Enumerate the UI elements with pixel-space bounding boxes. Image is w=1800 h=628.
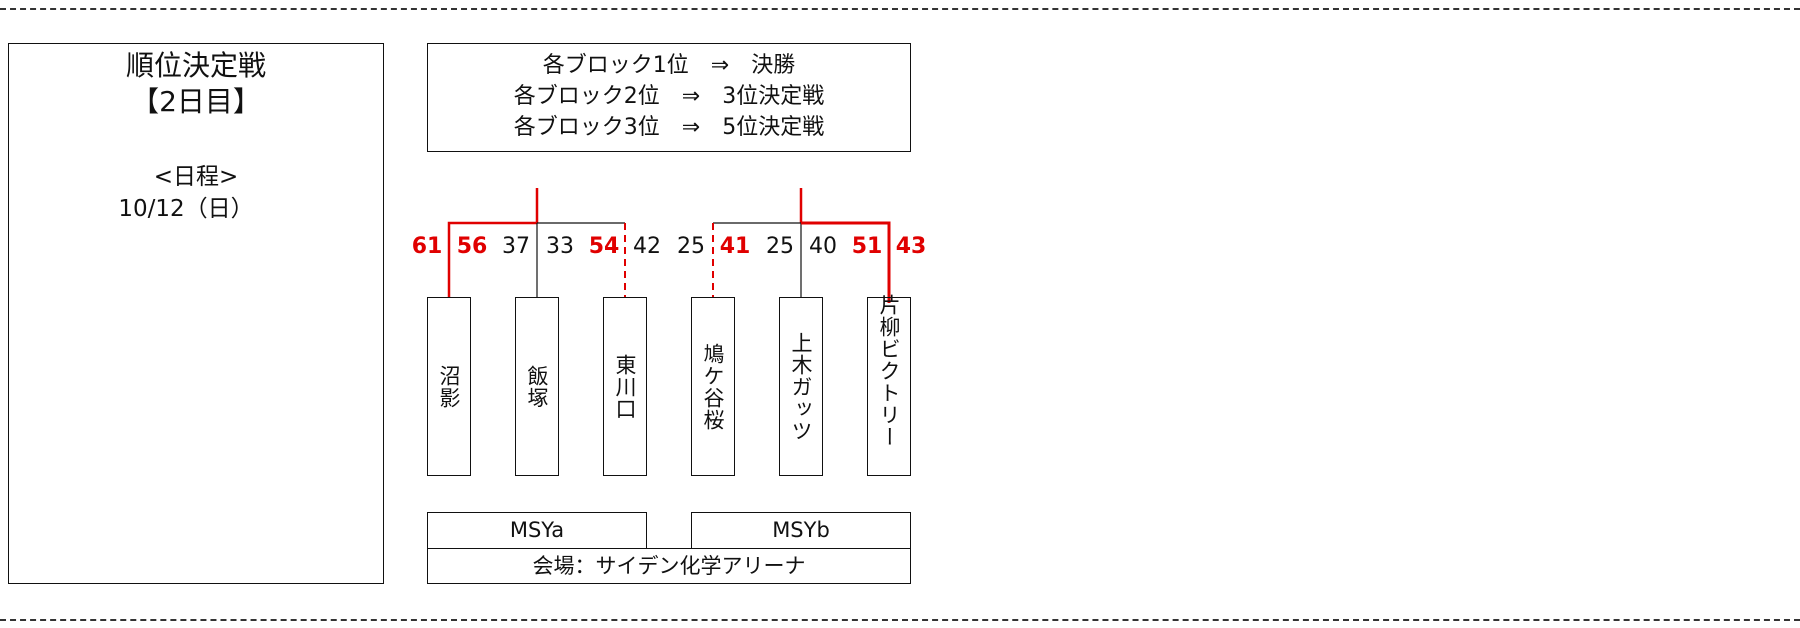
team-name: 上木ガッツ	[789, 331, 813, 442]
rules-box: 各ブロック1位 ⇒ 決勝 各ブロック2位 ⇒ 3位決定戦 各ブロック3位 ⇒ 5…	[427, 43, 911, 152]
team-box: 上木ガッツ	[779, 297, 823, 476]
score-winner: 54	[588, 234, 620, 259]
team-name: 沼影	[437, 364, 461, 409]
team-box: 飯塚	[515, 297, 559, 476]
info-panel: 順位決定戦 【2日目】 <日程> 10/12（日）	[8, 43, 384, 584]
team-name: 飯塚	[525, 364, 549, 409]
team-box: 片柳ビクトリー	[867, 294, 911, 476]
score-winner: 41	[719, 234, 751, 259]
team-box: 沼影	[427, 297, 471, 476]
score-winner: 43	[895, 234, 927, 259]
score: 37	[502, 234, 530, 259]
score: 33	[546, 234, 574, 259]
team-box: 東川口	[603, 297, 647, 476]
court-a: MSYa	[427, 512, 647, 549]
bracket-line-winner	[447, 221, 537, 297]
score: 25	[677, 234, 705, 259]
schedule-date: 10/12（日）	[118, 196, 254, 222]
day-label: 【2日目】	[131, 85, 261, 118]
schedule-label: <日程>	[153, 164, 239, 190]
rule-line: 各ブロック3位 ⇒ 5位決定戦	[513, 115, 825, 140]
court-b: MSYb	[691, 512, 911, 549]
panel-title: 順位決定戦	[125, 49, 266, 82]
rule-line: 各ブロック1位 ⇒ 決勝	[542, 53, 796, 78]
bracket-line-winner	[801, 221, 891, 303]
score: 42	[633, 234, 661, 259]
score-winner: 61	[411, 234, 443, 259]
score-winner: 56	[456, 234, 488, 259]
top-divider	[0, 8, 1800, 10]
score: 40	[809, 234, 837, 259]
score-winner: 51	[851, 234, 883, 259]
rule-line: 各ブロック2位 ⇒ 3位決定戦	[513, 84, 825, 109]
team-name: 鳩ケ谷桜	[701, 342, 725, 431]
team-name: 片柳ビクトリー	[877, 294, 901, 448]
team-box: 鳩ケ谷桜	[691, 297, 735, 476]
bottom-divider	[0, 619, 1800, 621]
score: 25	[766, 234, 794, 259]
venue-label: 会場：サイデン化学アリーナ	[427, 548, 911, 584]
team-name: 東川口	[613, 353, 637, 420]
